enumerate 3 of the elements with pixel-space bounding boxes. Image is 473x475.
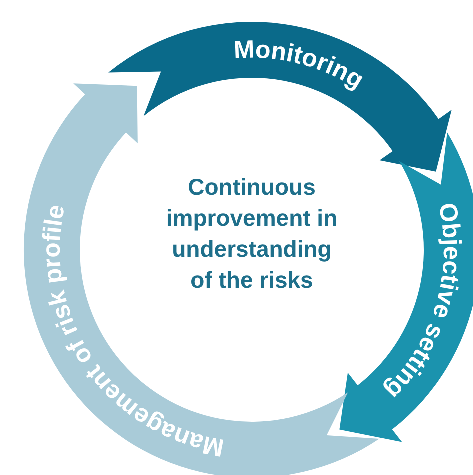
cycle-segment (108, 22, 452, 172)
cycle-segment (340, 132, 473, 442)
center-text: Continuous improvement in understanding of the risks (162, 172, 342, 296)
